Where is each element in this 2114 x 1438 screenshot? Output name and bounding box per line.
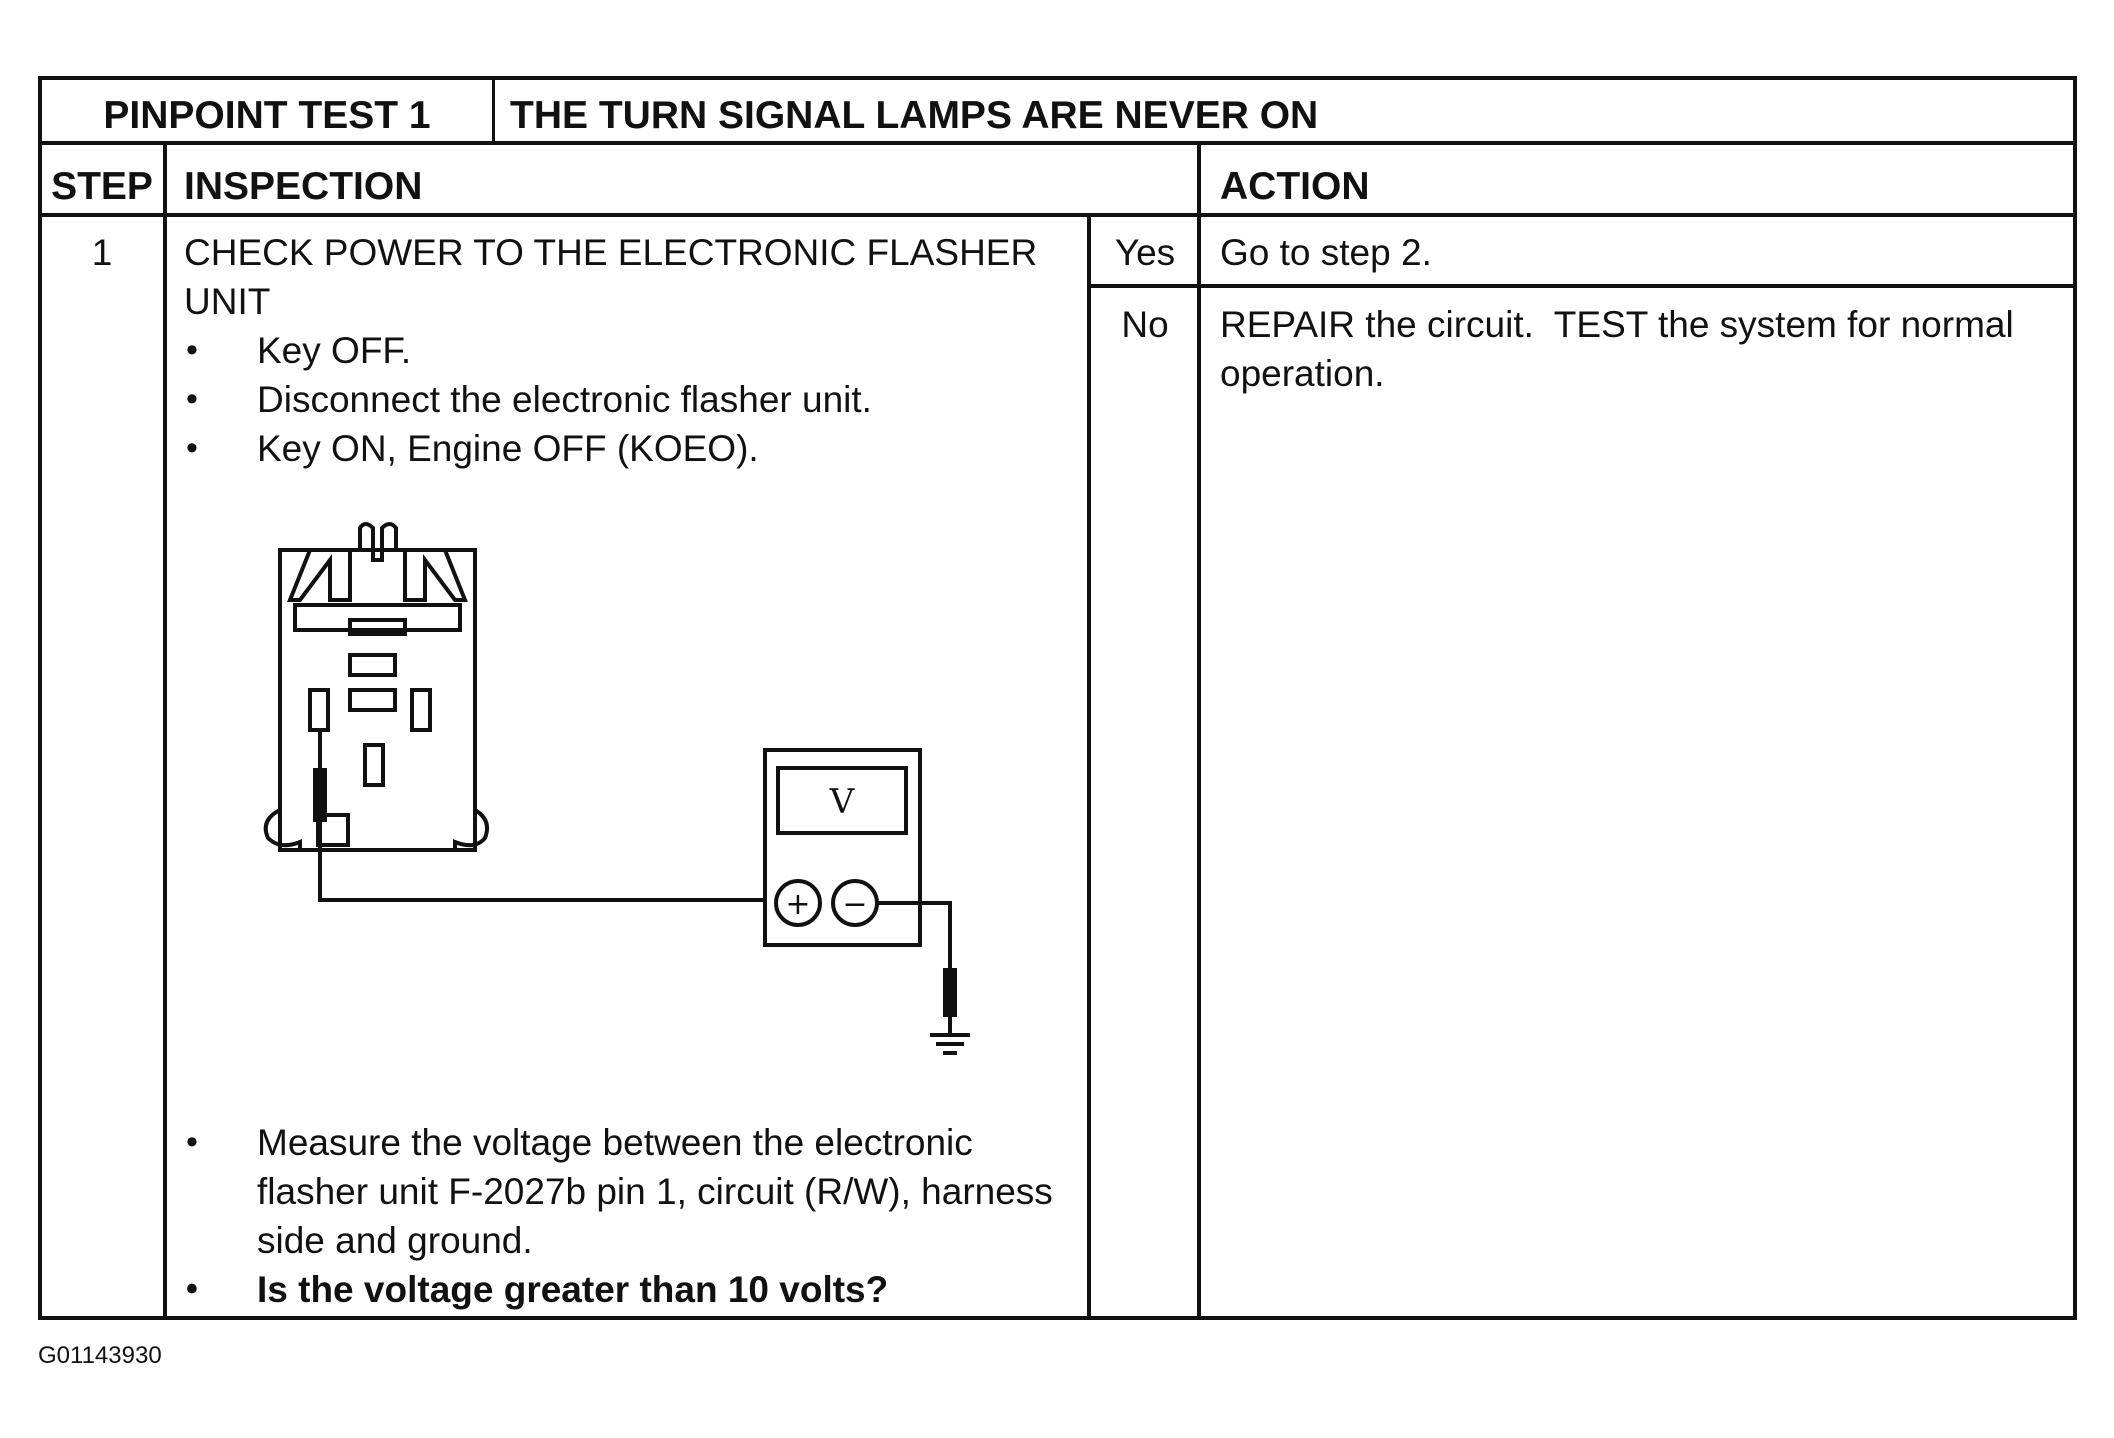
figure-id: G01143930 bbox=[38, 1342, 162, 1369]
minus-terminal: − bbox=[842, 887, 867, 922]
pre-measure-instructions: Key OFF. Disconnect the electronic flash… bbox=[184, 326, 1084, 473]
instruction-item: Key ON, Engine OFF (KOEO). bbox=[184, 424, 1084, 473]
instruction-item: Disconnect the electronic flasher unit. bbox=[184, 375, 1084, 424]
inspection-answer-divider bbox=[1087, 215, 1091, 1320]
test-description: THE TURN SIGNAL LAMPS ARE NEVER ON bbox=[510, 94, 1319, 137]
title-col-divider bbox=[492, 76, 495, 143]
answer-no-label: No bbox=[1121, 304, 1169, 345]
voltmeter-display: V bbox=[829, 782, 856, 822]
test-label: PINPOINT TEST 1 bbox=[103, 94, 431, 137]
answer-yes-label: Yes bbox=[1114, 232, 1176, 273]
column-header-step: STEP bbox=[51, 165, 153, 208]
measure-instructions: Measure the voltage between the electron… bbox=[184, 1118, 1094, 1314]
step-title: CHECK POWER TO THE ELECTRONIC FLASHER UN… bbox=[184, 232, 1038, 322]
column-header-inspection: INSPECTION bbox=[184, 165, 423, 208]
instruction-item: Measure the voltage between the electron… bbox=[184, 1118, 1094, 1265]
step-col-divider bbox=[163, 143, 167, 1320]
flasher-connector-icon bbox=[263, 522, 489, 852]
title-row-divider bbox=[38, 141, 2077, 145]
answer-no-action: REPAIR the circuit. TEST the system for … bbox=[1220, 304, 2024, 394]
ground-icon bbox=[930, 1015, 970, 1055]
voltmeter-icon: V + − bbox=[763, 748, 922, 947]
column-header-action: ACTION bbox=[1220, 165, 1370, 208]
answer-yes-action: Go to step 2. bbox=[1220, 232, 1432, 273]
header-row-divider bbox=[38, 213, 2077, 217]
yes-no-divider bbox=[1088, 284, 2077, 288]
voltmeter-connector-diagram: V + − bbox=[263, 522, 970, 1055]
pinpoint-test-table bbox=[38, 76, 2077, 1320]
instruction-question: Is the voltage greater than 10 volts? bbox=[184, 1265, 1094, 1314]
plus-terminal: + bbox=[785, 887, 810, 922]
instruction-item: Key OFF. bbox=[184, 326, 1084, 375]
step-number: 1 bbox=[91, 232, 113, 273]
action-col-divider bbox=[1197, 143, 1201, 1320]
